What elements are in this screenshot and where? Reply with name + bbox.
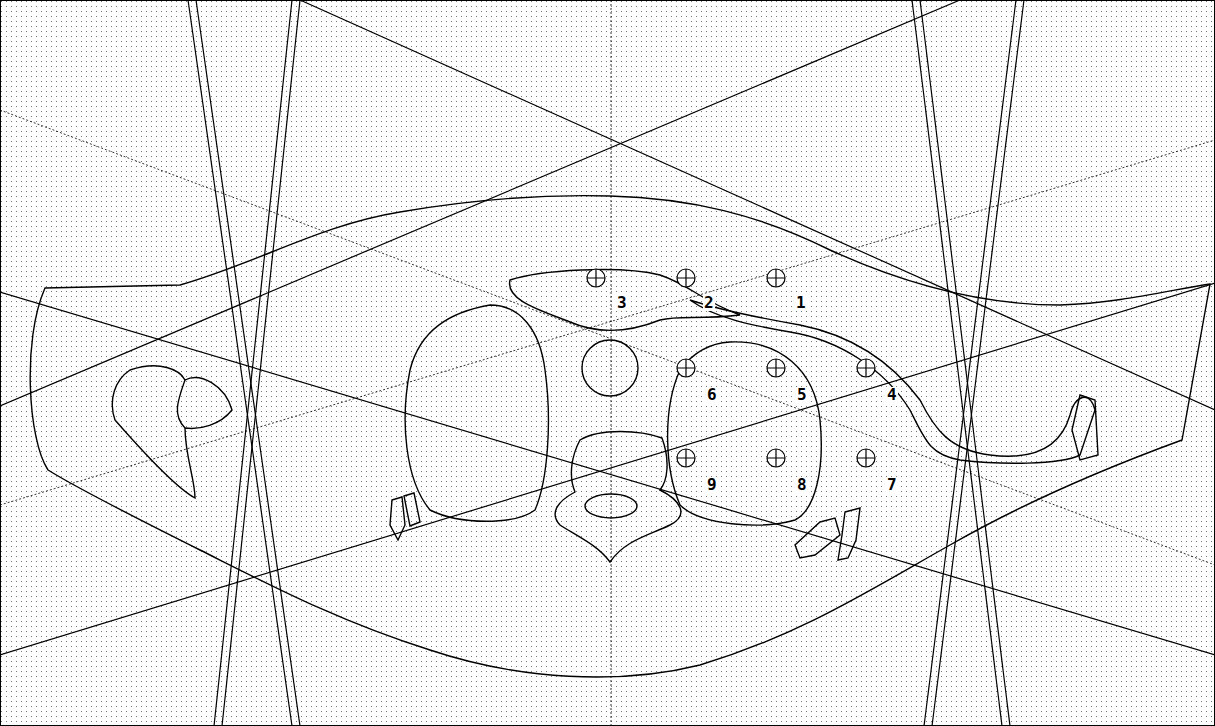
callout-number: 1 — [795, 295, 807, 311]
crosshair — [767, 449, 785, 467]
callout-number: 6 — [706, 387, 718, 403]
dose-point-marker — [677, 359, 695, 377]
crosshair — [857, 359, 875, 377]
crosshair — [767, 269, 785, 287]
dose-point-marker — [857, 359, 875, 377]
trachea — [582, 340, 638, 396]
dose-point-marker — [677, 449, 695, 467]
glenoid — [177, 380, 185, 428]
crosshair — [767, 359, 785, 377]
crosshair — [857, 449, 875, 467]
callout-number: 5 — [796, 387, 808, 403]
left-lung — [405, 305, 548, 521]
crosshair — [677, 359, 695, 377]
scapula — [112, 366, 232, 498]
rib-sections-right — [795, 508, 860, 560]
crosshair — [677, 269, 695, 287]
humeral-head — [1072, 395, 1098, 460]
dose-point-marker — [767, 449, 785, 467]
dose-point-marker — [767, 269, 785, 287]
anatomy-contours — [30, 196, 1210, 677]
dose-point-marker — [857, 449, 875, 467]
callout-number: 7 — [886, 477, 898, 493]
dose-point-marker — [767, 359, 785, 377]
callout-number: 9 — [706, 477, 718, 493]
dose-points — [587, 269, 875, 467]
spinal-canal — [585, 494, 637, 518]
dose-point-marker — [587, 269, 605, 287]
body-contour — [30, 196, 1210, 677]
crosshair — [587, 269, 605, 287]
dose-point-marker — [677, 269, 695, 287]
callout-number: 8 — [796, 477, 808, 493]
callout-number: 3 — [616, 295, 628, 311]
callout-number: 2 — [703, 295, 715, 311]
crosshair — [677, 449, 695, 467]
clavicle — [690, 300, 1095, 463]
sternum — [510, 270, 740, 331]
vertebra — [555, 432, 681, 563]
callout-number: 4 — [886, 387, 898, 403]
rib-sections-left — [390, 493, 420, 540]
right-lung — [668, 342, 822, 525]
